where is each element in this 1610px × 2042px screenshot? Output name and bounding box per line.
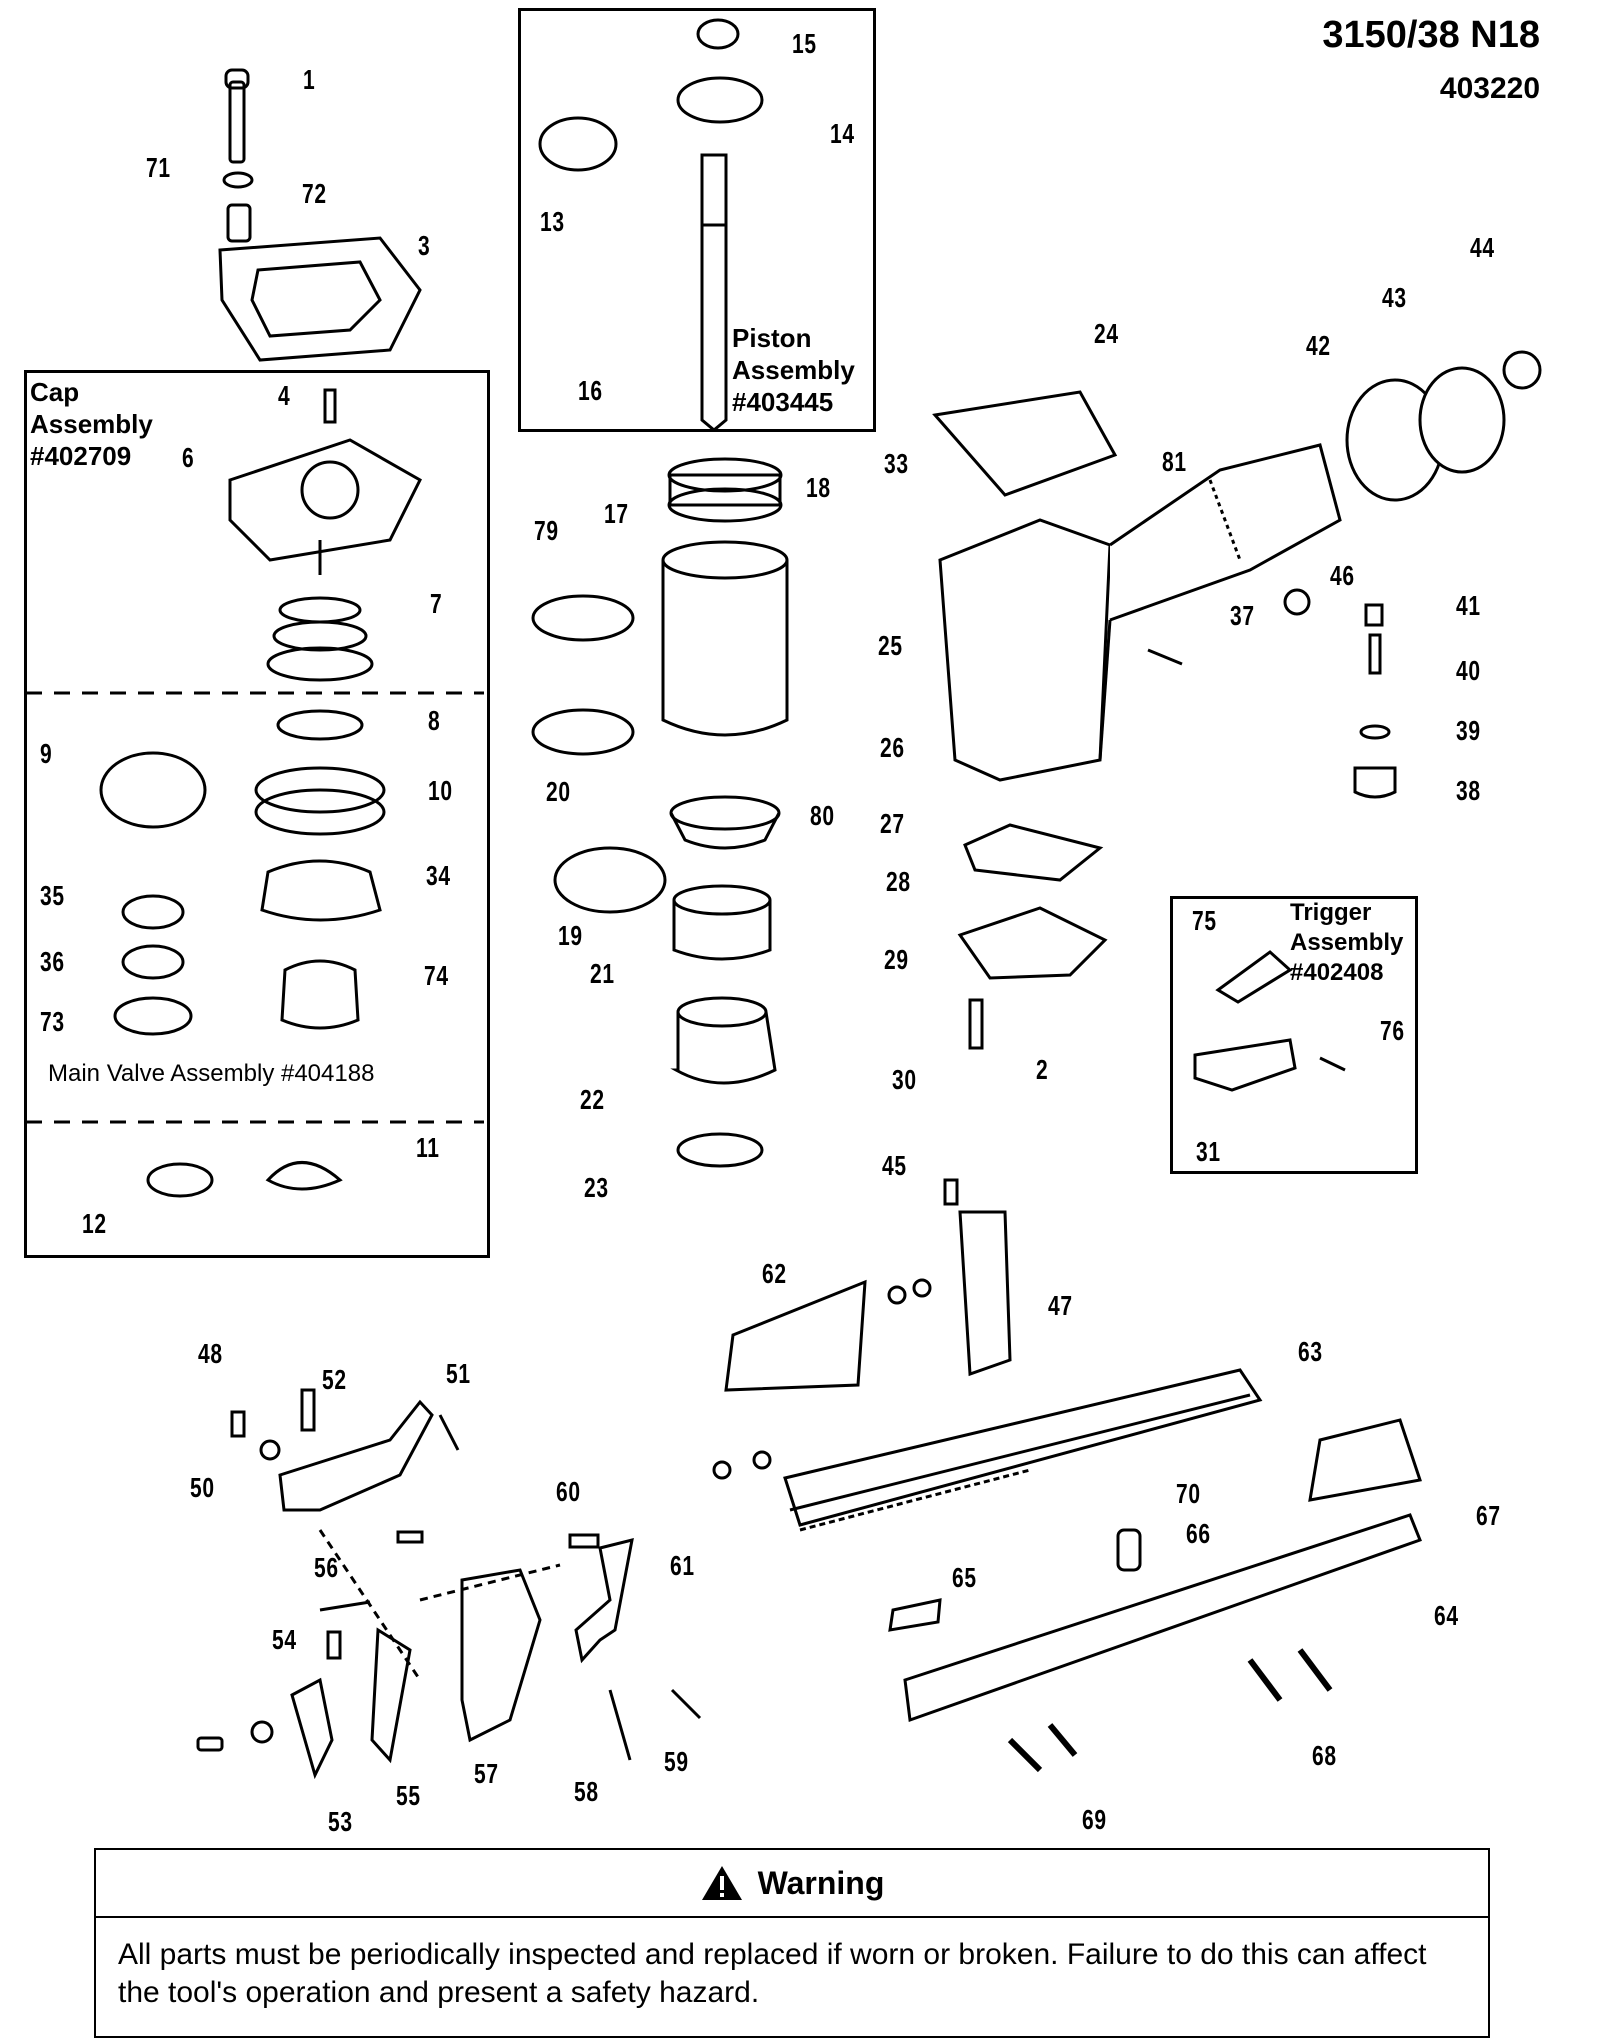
warning-panel: Warning All parts must be periodically i… — [94, 1848, 1490, 2038]
document-number: 403220 — [1439, 72, 1540, 105]
warning-triangle-icon — [701, 1866, 742, 1900]
part-number-label: 72 — [302, 178, 327, 209]
part-number-label: 66 — [1186, 1518, 1211, 1549]
part-number-label: 26 — [880, 732, 905, 763]
exploded-parts-diagram — [26, 18, 1542, 1780]
cap-assembly-box — [24, 370, 490, 1258]
part-number-label: 62 — [762, 1258, 787, 1289]
part-number-label: 31 — [1196, 1136, 1221, 1167]
trigger-assembly-label: Trigger Assembly #402408 — [1290, 899, 1404, 986]
part-number-label: 46 — [1330, 560, 1355, 591]
part-number-label: 19 — [558, 920, 583, 951]
part-number-label: 69 — [1082, 1804, 1107, 1835]
model-number: 3150/38 N18 — [1322, 14, 1540, 56]
part-number-label: 54 — [272, 1624, 297, 1655]
part-number-label: 35 — [40, 880, 65, 911]
part-number-label: 47 — [1048, 1290, 1073, 1321]
part-number-label: 33 — [884, 448, 909, 479]
part-number-label: 20 — [546, 776, 571, 807]
part-number-label: 10 — [428, 775, 453, 806]
piston-assembly-label: Piston Assembly #403445 — [732, 323, 855, 417]
part-number-label: 44 — [1470, 232, 1495, 263]
part-number-label: 68 — [1312, 1740, 1337, 1771]
part-number-label: 16 — [578, 375, 603, 406]
part-number-label: 43 — [1382, 282, 1407, 313]
part-number-label: 41 — [1456, 590, 1481, 621]
part-number-label: 34 — [426, 860, 451, 891]
part-number-label: 39 — [1456, 715, 1481, 746]
warning-title: Warning — [757, 1864, 885, 1901]
part-number-label: 73 — [40, 1006, 65, 1037]
part-number-label: 7 — [430, 588, 443, 619]
part-number-label: 75 — [1192, 905, 1217, 936]
part-number-label: 22 — [580, 1084, 605, 1115]
warning-header: Warning — [96, 1850, 1488, 1918]
part-number-label: 1 — [303, 64, 316, 95]
part-number-label: 56 — [314, 1552, 339, 1583]
part-number-label: 61 — [670, 1550, 695, 1581]
part-number-label: 81 — [1162, 446, 1187, 477]
part-number-label: 4 — [278, 380, 291, 411]
part-number-label: 79 — [534, 515, 559, 546]
part-number-label: 28 — [886, 866, 911, 897]
warning-text: All parts must be periodically inspected… — [118, 1938, 1427, 2009]
part-number-label: 18 — [806, 472, 831, 503]
part-number-label: 21 — [590, 958, 615, 989]
part-number-label: 63 — [1298, 1336, 1323, 1367]
part-number-label: 29 — [884, 944, 909, 975]
part-number-label: 65 — [952, 1562, 977, 1593]
part-number-label: 8 — [428, 705, 441, 736]
part-number-label: 76 — [1380, 1015, 1405, 1046]
part-number-label: 57 — [474, 1758, 499, 1789]
part-number-label: 48 — [198, 1338, 223, 1369]
part-number-label: 60 — [556, 1476, 581, 1507]
part-number-label: 53 — [328, 1806, 353, 1837]
part-number-label: 12 — [82, 1208, 107, 1239]
part-number-label: 13 — [540, 206, 565, 237]
part-number-label: 59 — [664, 1746, 689, 1777]
part-number-label: 15 — [792, 28, 817, 59]
part-number-label: 25 — [878, 630, 903, 661]
part-number-label: 11 — [416, 1132, 440, 1163]
part-number-label: 80 — [810, 800, 835, 831]
part-screw-1 — [224, 68, 250, 164]
part-number-label: 64 — [1434, 1600, 1459, 1631]
piston-assembly-box — [518, 8, 876, 432]
part-number-label: 9 — [40, 738, 53, 769]
part-number-label: 52 — [322, 1364, 347, 1395]
cap-assembly-label: Cap Assembly #402709 — [30, 377, 153, 471]
part-number-label: 45 — [882, 1150, 907, 1181]
part-number-label: 58 — [574, 1776, 599, 1807]
part-number-label: 50 — [190, 1472, 215, 1503]
part-number-label: 27 — [880, 808, 905, 839]
part-number-label: 67 — [1476, 1500, 1501, 1531]
part-number-label: 36 — [40, 946, 65, 977]
part-number-label: 40 — [1456, 655, 1481, 686]
part-number-label: 37 — [1230, 600, 1255, 631]
part-number-label: 6 — [182, 442, 195, 473]
trigger-assembly-box — [1170, 896, 1418, 1174]
part-number-label: 24 — [1094, 318, 1119, 349]
part-number-label: 70 — [1176, 1478, 1201, 1509]
part-number-label: 2 — [1036, 1054, 1049, 1085]
part-number-label: 14 — [830, 118, 855, 149]
part-number-label: 17 — [604, 498, 629, 529]
part-number-label: 51 — [446, 1358, 471, 1389]
main-valve-assembly-label: Main Valve Assembly #404188 — [48, 1060, 375, 1087]
part-number-label: 23 — [584, 1172, 609, 1203]
part-number-label: 38 — [1456, 775, 1481, 806]
part-number-label: 3 — [418, 230, 431, 261]
part-number-label: 42 — [1306, 330, 1331, 361]
part-number-label: 71 — [146, 152, 171, 183]
part-number-label: 30 — [892, 1064, 917, 1095]
part-number-label: 74 — [424, 960, 449, 991]
part-number-label: 55 — [396, 1780, 421, 1811]
